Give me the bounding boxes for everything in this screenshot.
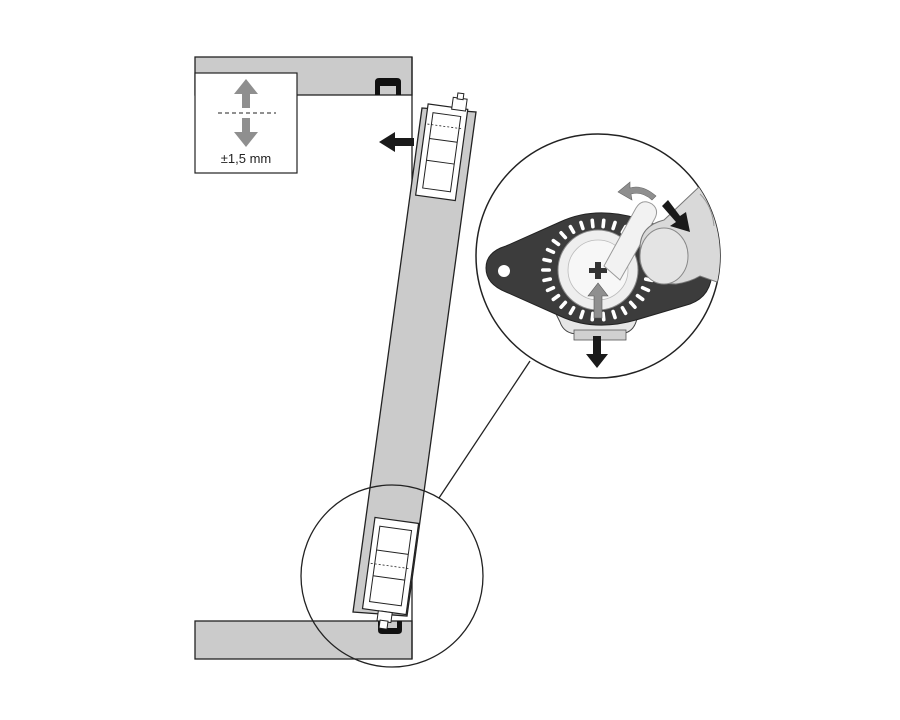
bottom-frame-rail [194, 620, 413, 660]
adjuster-slot [611, 309, 617, 320]
adjuster-slot [635, 293, 645, 302]
adjustment-indicator: ±1,5 mm [194, 72, 298, 174]
adjuster-slot [579, 309, 585, 320]
magnifier-circle-small [300, 484, 484, 668]
mounting-hole [498, 265, 510, 277]
top-roller-assembly [414, 92, 469, 202]
up-arrow-icon [587, 282, 609, 319]
adjuster-slot [542, 277, 553, 283]
adjuster-slot [545, 285, 556, 293]
adjuster-slot [568, 305, 576, 316]
adjuster-slot [601, 218, 606, 229]
bottom-track-profile [378, 621, 402, 634]
adjuster-slot [611, 220, 617, 231]
adjuster-slot [590, 311, 595, 322]
down-arrow-icon [586, 336, 608, 368]
bottom-roller-assembly [361, 516, 420, 630]
adjuster-slot [559, 231, 568, 240]
adjuster-slot [620, 305, 628, 316]
push-arrow-icon [379, 132, 414, 152]
adjuster-slot [551, 238, 561, 247]
adjuster-slot [579, 220, 585, 231]
adjuster-slot [601, 311, 606, 322]
adjuster-slot [640, 285, 651, 293]
adjuster-slot [559, 300, 568, 309]
finger-push-arrow-icon [662, 200, 690, 232]
zoom-detail [475, 133, 721, 379]
adjuster-slot [551, 293, 561, 302]
adjust-lever [603, 201, 658, 281]
rotate-arrow-icon [617, 181, 657, 201]
adjuster-slot [541, 268, 551, 272]
adjuster-slot [590, 218, 595, 229]
adjuster-slot [568, 224, 576, 235]
adjust-screw-icon [589, 262, 607, 279]
adjuster-slot [628, 300, 637, 309]
top-track-profile [375, 78, 401, 95]
callout-leader-line [438, 360, 531, 499]
adjuster-slot [545, 247, 556, 255]
double-vertical-arrow-icon [218, 79, 276, 147]
adjustment-label: ±1,5 mm [221, 151, 271, 166]
adjuster-slot [542, 257, 553, 263]
